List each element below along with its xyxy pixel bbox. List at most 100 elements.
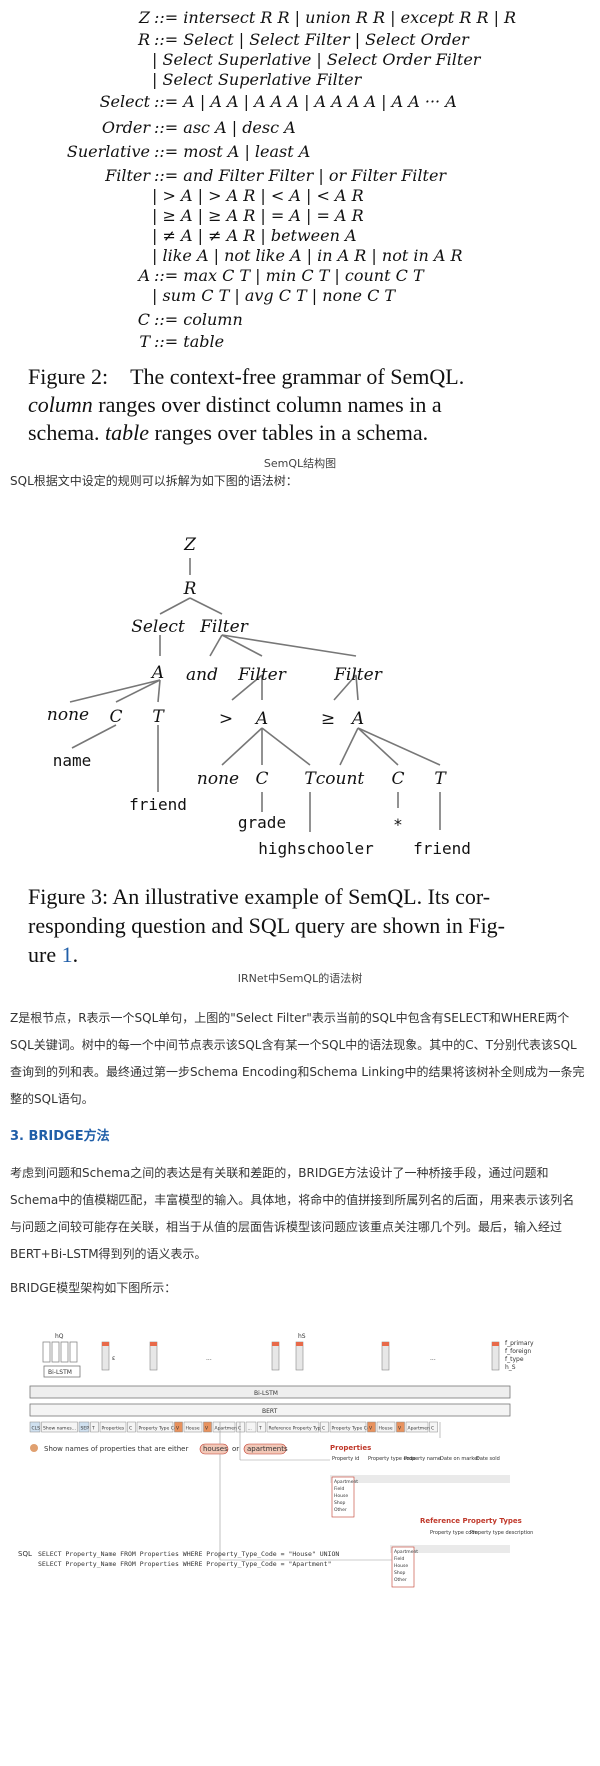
- tree-node-t: T: [434, 769, 447, 789]
- properties-table-title: Properties: [330, 1444, 371, 1452]
- input-token-box: [329, 1421, 367, 1433]
- tree-node-z: Z: [183, 535, 197, 555]
- tree-node-none: none: [47, 705, 89, 725]
- input-token-box: [203, 1421, 212, 1433]
- user-icon: [30, 1444, 38, 1452]
- grammar-lhs: Select: [99, 92, 150, 111]
- figure3-caption: Figure 3: An illustrative example of Sem…: [28, 884, 506, 967]
- tree-node-t: T: [152, 707, 165, 727]
- input-token: T: [91, 1426, 95, 1432]
- grammar-lhs: C: [137, 310, 150, 329]
- grammar-rhs: | > A | > A R | < A | < A R: [152, 186, 364, 205]
- bert-layer: [29, 1403, 511, 1417]
- tree-node-gt: >: [219, 709, 233, 729]
- reference-value-list: [391, 1546, 415, 1588]
- input-token: V: [369, 1426, 373, 1432]
- input-token-box: [29, 1421, 41, 1433]
- sql-line-2: SELECT Property_Name FROM Properties WHE…: [38, 1560, 332, 1568]
- properties-column-header: Property id: [332, 1456, 359, 1462]
- tree-leaf-friend: friend: [413, 839, 471, 858]
- input-token-box: [99, 1421, 127, 1433]
- properties-value-list: [331, 1476, 355, 1518]
- section-heading-bridge: 3. BRIDGE方法: [10, 1129, 110, 1144]
- reference-value: Other: [394, 1577, 407, 1583]
- properties-row: [330, 1475, 510, 1483]
- tree-node-a: A: [150, 663, 164, 683]
- input-token: Property Type Code: [139, 1426, 183, 1432]
- figure2-zh-caption: SemQL结构图: [263, 457, 337, 470]
- properties-value: Shop: [334, 1500, 345, 1506]
- tree-node-a: A: [254, 709, 268, 729]
- dots-label: ...: [430, 1355, 436, 1362]
- grammar-rhs: ::= table: [154, 332, 225, 351]
- input-token-box: [136, 1421, 174, 1433]
- f-type-label: f_type: [505, 1356, 524, 1363]
- tree-node-select: Select: [131, 617, 185, 637]
- input-token: C: [129, 1426, 132, 1432]
- question-text: Show names of properties that are either: [44, 1445, 188, 1453]
- epsilon-label: ε: [112, 1355, 115, 1362]
- tree-leaf-name: name: [53, 751, 92, 770]
- input-token: SEP: [81, 1426, 90, 1432]
- input-token: Apartment: [215, 1426, 239, 1432]
- grammar-lhs: Z: [138, 8, 150, 27]
- semql-tree-diagram: Z R Select Filter A and Filter Filter no…: [47, 535, 471, 858]
- figure3-tree: Z R Select Filter A and Filter Filter no…: [0, 510, 600, 980]
- bilstm-layer: [29, 1385, 511, 1399]
- properties-value: Other: [334, 1507, 347, 1513]
- question-value-houses: houses: [203, 1445, 228, 1453]
- tree-node-filter: Filter: [237, 665, 287, 685]
- f-foreign-label: f_foreign: [505, 1348, 531, 1355]
- grammar-rhs: | Select Superlative | Select Order Filt…: [152, 50, 481, 69]
- bridge-diagram: hQ Bi-LSTM hS ε ... ... f_primary f_fore…: [18, 1333, 534, 1588]
- input-token-box: [127, 1421, 136, 1433]
- reference-column-header: Property type description: [470, 1530, 533, 1536]
- sql-label: SQL: [18, 1550, 32, 1558]
- reference-table-title: Reference Property Types: [420, 1517, 522, 1525]
- input-token-box: [78, 1421, 90, 1433]
- grammar-rhs: ::= column: [154, 310, 243, 329]
- tree-leaf-star: *: [393, 815, 403, 834]
- tree-node-none: none: [197, 769, 239, 789]
- figure3-zh-caption: IRNet中SemQL的语法树: [237, 972, 363, 985]
- paragraph-bridge: 考虑到问题和Schema之间的表达是有关联和差距的，BRIDGE方法设计了一种桥…: [10, 1166, 575, 1261]
- input-token: T: [258, 1426, 262, 1432]
- input-token-box: [257, 1421, 266, 1433]
- input-token: V: [176, 1426, 180, 1432]
- input-token-box: [429, 1421, 438, 1433]
- input-token: Property Type Code: [332, 1426, 376, 1432]
- input-token-box: [376, 1421, 396, 1433]
- input-token-box: [245, 1421, 257, 1433]
- reference-value: House: [394, 1563, 408, 1569]
- tree-node-c: C: [255, 769, 268, 789]
- intro-text: SQL根据文中设定的规则可以拆解为如下图的语法树：: [10, 474, 298, 488]
- hs-right-label: h_S: [505, 1364, 516, 1371]
- grammar-rhs: ::= and Filter Filter | or Filter Filter: [154, 166, 447, 185]
- grammar-rhs: ::= A | A A | A A A | A A A A | A A ··· …: [154, 92, 457, 111]
- input-token-box: [236, 1421, 245, 1433]
- input-token: Apartment: [408, 1426, 432, 1432]
- input-token: House: [379, 1426, 393, 1432]
- grammar-lhs: T: [139, 332, 150, 351]
- input-token-box: [367, 1421, 376, 1433]
- figure2-grammar: Z::= intersect R R | union R R | except …: [0, 0, 600, 470]
- grammar-lhs: Order: [101, 118, 150, 137]
- tree-leaf-highschooler: highschooler: [258, 839, 374, 858]
- sql-line-1: SELECT Property_Name FROM Properties WHE…: [38, 1550, 339, 1558]
- tree-node-filter: Filter: [199, 617, 249, 637]
- grammar-lhs: Suerlative: [66, 142, 150, 161]
- grammar-lhs: Filter: [105, 166, 150, 185]
- reference-column-header: Property type code: [430, 1530, 478, 1536]
- input-token: C: [431, 1426, 434, 1432]
- input-token-box: [405, 1421, 429, 1433]
- bridge-architecture-figure: hQ Bi-LSTM hS ε ... ... f_primary f_fore…: [10, 1320, 590, 1760]
- grammar-rhs: | sum C T | avg C T | none C T: [152, 286, 396, 305]
- dots-label: ...: [206, 1355, 212, 1362]
- tree-node-r: R: [183, 579, 197, 599]
- reference-value: Shop: [394, 1570, 405, 1576]
- input-token: House: [186, 1426, 200, 1432]
